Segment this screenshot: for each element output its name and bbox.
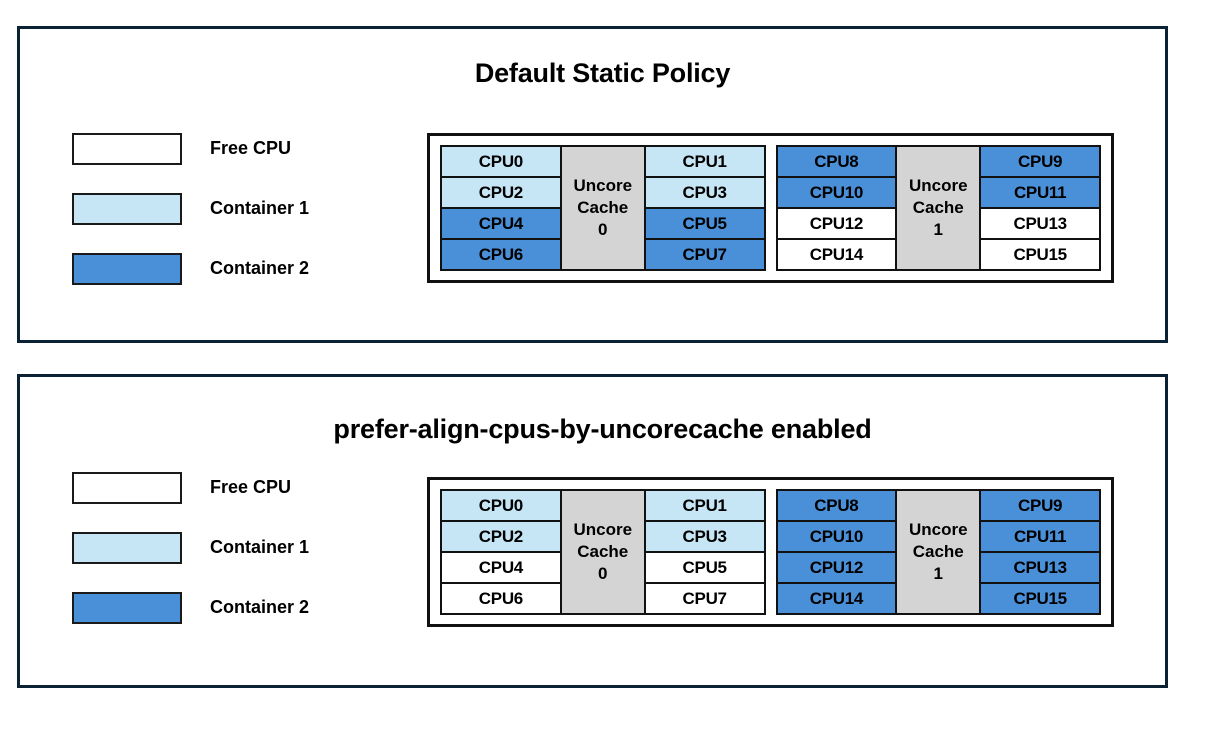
cpu-cell: CPU1 [645, 147, 764, 178]
legend-prefer: Free CPU Container 1 Container 2 [72, 472, 372, 652]
cpu-cell: CPU4 [442, 553, 560, 584]
cpu-cell: CPU9 [981, 491, 1099, 522]
uncore-cache-block-1: Uncore Cache 1 [895, 491, 982, 613]
page-title-default-static-policy: Default Static Policy [474, 58, 731, 88]
cpu-cell: CPU5 [645, 209, 764, 240]
uncore-cache-block-0: Uncore Cache 0 [559, 147, 646, 269]
uncore-cache-label-line2: Cache [577, 542, 629, 562]
cache-group-1: CPU8 CPU10 CPU12 CPU14 Uncore Cache 1 CP… [775, 145, 1101, 271]
legend-item-free-cpu: Free CPU [72, 133, 372, 165]
uncore-cache-index: 1 [933, 219, 943, 239]
cpu-cell: CPU13 [981, 209, 1099, 240]
cpu-cell: CPU12 [777, 553, 896, 584]
legend-label-container-2: Container 2 [210, 258, 310, 278]
uncore-cache-label-line1: Uncore [573, 520, 633, 540]
cache-group-0: CPU0 CPU2 CPU4 CPU6 Uncore Cache 0 CPU1 … [440, 489, 766, 615]
uncore-cache-index: 0 [598, 219, 608, 239]
uncore-cache-label-line2: Cache [912, 542, 964, 562]
cpu-column-right: CPU1 CPU3 CPU5 CPU7 [645, 147, 764, 269]
legend-label-free-cpu: Free CPU [210, 138, 292, 158]
cache-group-1: CPU8 CPU10 CPU12 CPU14 Uncore Cache 1 CP… [775, 489, 1101, 615]
cpu-topology-diagram-default: CPU0 CPU2 CPU4 CPU6 Uncore Cache 0 CPU1 … [427, 133, 1114, 283]
legend-label-container-1: Container 1 [210, 537, 310, 557]
page-title-prefer-align-cpus-by-uncorecache: prefer-align-cpus-by-uncorecache enabled [333, 414, 872, 444]
cpu-cell: CPU1 [645, 491, 764, 522]
uncore-cache-label-line1: Uncore [908, 176, 968, 196]
cpu-cell: CPU11 [981, 178, 1099, 209]
legend-default: Free CPU Container 1 Container 2 [72, 133, 372, 313]
legend-swatch-free-cpu-icon [72, 133, 182, 165]
legend-item-container-1: Container 1 [72, 532, 372, 564]
uncore-cache-index: 1 [933, 563, 943, 583]
cpu-cell: CPU14 [777, 584, 896, 613]
cpu-column-right: CPU9 CPU11 CPU13 CPU15 [981, 147, 1099, 269]
cpu-cell: CPU12 [777, 209, 896, 240]
legend-label-free-cpu: Free CPU [210, 477, 292, 497]
legend-item-free-cpu: Free CPU [72, 472, 372, 504]
cpu-cell: CPU13 [981, 553, 1099, 584]
legend-swatch-free-cpu-icon [72, 472, 182, 504]
cpu-column-left: CPU0 CPU2 CPU4 CPU6 [442, 147, 560, 269]
cpu-cell: CPU10 [777, 178, 896, 209]
cpu-cell: CPU11 [981, 522, 1099, 553]
cpu-cell: CPU6 [442, 584, 560, 613]
legend-label-container-1: Container 1 [210, 198, 310, 218]
cpu-column-right: CPU9 CPU11 CPU13 CPU15 [981, 491, 1099, 613]
legend-swatch-container-2-icon [72, 253, 182, 285]
cpu-cell: CPU4 [442, 209, 560, 240]
uncore-cache-label-line1: Uncore [573, 176, 633, 196]
legend-label-container-2: Container 2 [210, 597, 310, 617]
cpu-column-left: CPU0 CPU2 CPU4 CPU6 [442, 491, 560, 613]
cpu-cell: CPU14 [777, 240, 896, 269]
cpu-cell: CPU5 [645, 553, 764, 584]
uncore-cache-block-1: Uncore Cache 1 [895, 147, 982, 269]
cpu-cell: CPU3 [645, 178, 764, 209]
uncore-cache-label-line2: Cache [912, 198, 964, 218]
uncore-cache-label-line1: Uncore [908, 520, 968, 540]
legend-swatch-container-1-icon [72, 193, 182, 225]
cpu-cell: CPU9 [981, 147, 1099, 178]
cpu-cell: CPU15 [981, 240, 1099, 269]
cpu-cell: CPU2 [442, 522, 560, 553]
cpu-column-right: CPU1 CPU3 CPU5 CPU7 [645, 491, 764, 613]
cpu-cell: CPU10 [777, 522, 896, 553]
uncore-cache-index: 0 [598, 563, 608, 583]
cpu-cell: CPU0 [442, 147, 560, 178]
cpu-topology-diagram-prefer: CPU0 CPU2 CPU4 CPU6 Uncore Cache 0 CPU1 … [427, 477, 1114, 627]
legend-swatch-container-1-icon [72, 532, 182, 564]
legend-item-container-2: Container 2 [72, 592, 372, 624]
uncore-cache-label-line2: Cache [577, 198, 629, 218]
cpu-cell: CPU6 [442, 240, 560, 269]
cpu-cell: CPU3 [645, 522, 764, 553]
cpu-cell: CPU2 [442, 178, 560, 209]
legend-item-container-1: Container 1 [72, 193, 372, 225]
cpu-column-left: CPU8 CPU10 CPU12 CPU14 [777, 147, 896, 269]
cache-group-0: CPU0 CPU2 CPU4 CPU6 Uncore Cache 0 CPU1 … [440, 145, 766, 271]
uncore-cache-block-0: Uncore Cache 0 [559, 491, 646, 613]
cpu-cell: CPU7 [645, 584, 764, 613]
cpu-column-left: CPU8 CPU10 CPU12 CPU14 [777, 491, 896, 613]
cpu-cell: CPU0 [442, 491, 560, 522]
cpu-cell: CPU8 [777, 491, 896, 522]
cpu-cell: CPU7 [645, 240, 764, 269]
legend-item-container-2: Container 2 [72, 253, 372, 285]
cpu-cell: CPU15 [981, 584, 1099, 613]
legend-swatch-container-2-icon [72, 592, 182, 624]
cpu-cell: CPU8 [777, 147, 896, 178]
